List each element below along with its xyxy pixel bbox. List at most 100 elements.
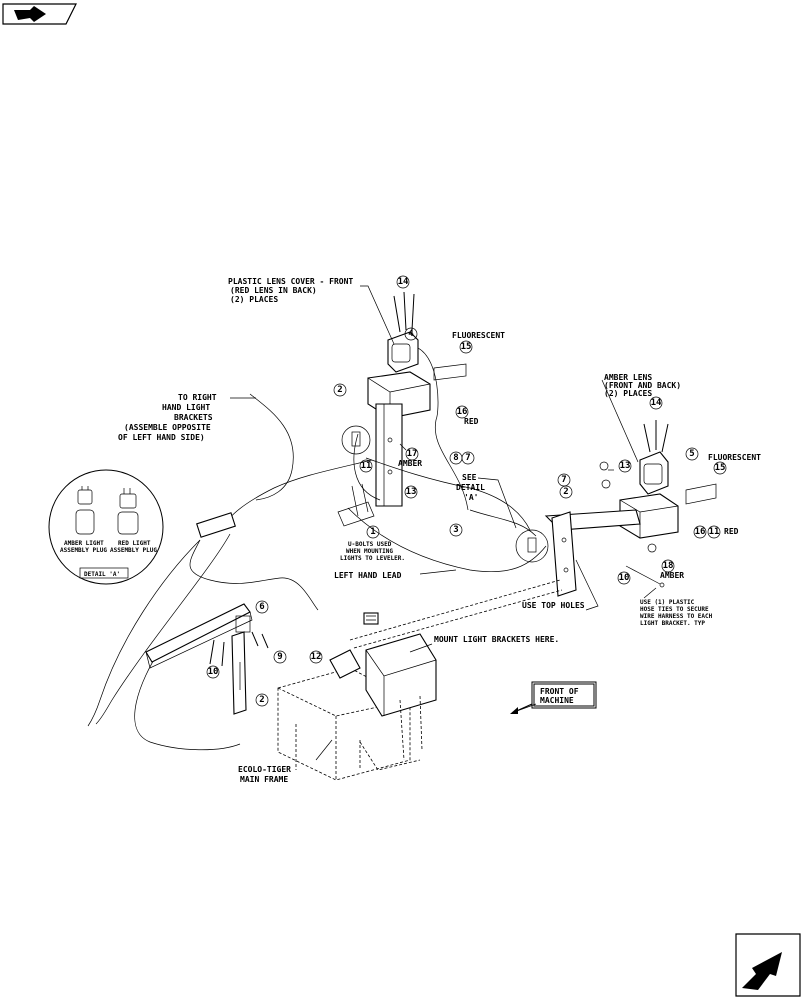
label-front-2: MACHINE [540, 696, 574, 705]
label-use-ties-3: WIRE HARNESS TO EACH [640, 613, 713, 620]
wire-harness [87, 393, 549, 751]
label-see-detail-1: SEE [462, 473, 477, 482]
svg-text:3: 3 [453, 525, 458, 535]
label-detail-a: DETAIL 'A' [84, 571, 120, 578]
label-use-ties-4: LIGHT BRACKET. TYP [640, 620, 705, 627]
callout-8: 8 [449, 451, 463, 465]
callout-4: 4 [404, 327, 418, 341]
front-of-machine-box-outer [531, 681, 597, 709]
back-arrow-icon[interactable] [2, 3, 77, 25]
label-red-plug-1: RED LIGHT [118, 540, 151, 547]
callout-11b: 11 [707, 525, 721, 539]
label-left-hand-lead: LEFT HAND LEAD [334, 571, 402, 580]
svg-text:14: 14 [651, 398, 662, 408]
callout-2b: 2 [559, 485, 573, 499]
svg-text:15: 15 [461, 342, 472, 352]
label-to-right-4: (ASSEMBLE OPPOSITE [124, 423, 211, 432]
callout-13b: 13 [618, 459, 632, 473]
detail-a-view [48, 469, 164, 585]
left-light-assembly [337, 291, 469, 527]
label-mount-light: MOUNT LIGHT BRACKETS HERE. [434, 635, 559, 644]
callout-18: 18 [661, 559, 675, 573]
callout-15a: 15 [459, 340, 473, 354]
svg-text:16: 16 [695, 527, 706, 537]
label-red-lens-in-back: (RED LENS IN BACK) [230, 286, 317, 295]
label-u-bolts-1: U-BOLTS USED [348, 541, 392, 548]
svg-text:8: 8 [453, 453, 458, 463]
svg-text:16: 16 [457, 407, 468, 417]
svg-text:9: 9 [277, 652, 282, 662]
svg-text:15: 15 [715, 463, 726, 473]
callout-2a: 2 [333, 383, 347, 397]
front-of-machine-box [533, 683, 595, 707]
callout-10: 10 [617, 571, 631, 585]
label-red-a: RED [464, 417, 479, 426]
label-to-right-1: TO RIGHT [178, 393, 217, 402]
svg-text:7: 7 [465, 453, 470, 463]
front-arrow-head [510, 707, 518, 714]
callout-13a: 13 [404, 485, 418, 499]
label-ecolo-2: MAIN FRAME [240, 775, 288, 784]
callout-12: 12 [309, 650, 323, 664]
callout-2c: 2 [255, 693, 269, 707]
callout-14b: 14 [649, 396, 663, 410]
callout-3: 3 [449, 523, 463, 537]
label-amber-b: AMBER [660, 571, 684, 580]
svg-text:7: 7 [561, 475, 566, 485]
label-fluorescent-b: FLUORESCENT [708, 453, 761, 462]
callout-14a: 14 [396, 275, 410, 289]
callout-9: 9 [273, 650, 287, 664]
svg-text:17: 17 [407, 449, 418, 459]
label-use-top-holes: USE TOP HOLES [522, 601, 585, 610]
callout-5: 5 [685, 447, 699, 461]
svg-text:2: 2 [563, 487, 568, 497]
label-see-detail-3: 'A' [464, 493, 478, 502]
callout-16b: 16 [693, 525, 707, 539]
callout-17: 17 [405, 447, 419, 461]
label-fluorescent-a: FLUORESCENT [452, 331, 505, 340]
label-amber-lens-1: AMBER LENS [604, 373, 652, 382]
label-red-b: RED [724, 527, 739, 536]
label-amber-a: AMBER [398, 459, 422, 468]
label-amber-plug-2: ASSEMBLY PLUG [60, 547, 107, 554]
svg-text:6: 6 [259, 602, 264, 612]
callout-16a: 16 [455, 405, 469, 419]
svg-text:2: 2 [337, 385, 342, 395]
callout-11a: 11 [359, 459, 373, 473]
callout-10b: 10 [206, 665, 220, 679]
label-to-right-2: HAND LIGHT [162, 403, 210, 412]
label-use-ties-1: USE (1) PLASTIC [640, 599, 695, 606]
svg-text:12: 12 [311, 652, 322, 662]
label-red-plug-2: ASSEMBLY PLUG [110, 547, 157, 554]
right-light-assembly [544, 420, 717, 597]
callout-6: 6 [255, 600, 269, 614]
label-plastic-lens-cover: PLASTIC LENS COVER - FRONT [228, 277, 353, 286]
label-to-right-3: BRACKETS [174, 413, 213, 422]
svg-text:1: 1 [370, 527, 375, 537]
label-two-places-b: (2) PLACES [604, 389, 652, 398]
label-to-right-5: OF LEFT HAND SIDE) [118, 433, 205, 442]
svg-text:4: 4 [408, 329, 414, 339]
label-amber-lens-2: (FRONT AND BACK) [604, 381, 681, 390]
svg-text:2: 2 [259, 695, 264, 705]
label-see-detail-2: DETAIL [456, 483, 485, 492]
callout-1: 1 [366, 525, 380, 539]
leader-lines [230, 285, 657, 761]
svg-text:10: 10 [619, 573, 630, 583]
annotation-text: PLASTIC LENS COVER - FRONT (RED LENS IN … [60, 277, 761, 784]
callout-numbers: 14 4 15 2 16 17 8 7 11 13 1 3 14 5 15 13… [206, 275, 727, 707]
label-two-places-a: (2) PLACES [230, 295, 278, 304]
svg-text:14: 14 [398, 277, 409, 287]
main-frame [277, 579, 563, 781]
label-use-ties-2: HOSE TIES TO SECURE [640, 606, 709, 613]
svg-text:10: 10 [208, 667, 219, 677]
svg-text:11: 11 [709, 527, 720, 537]
svg-text:13: 13 [406, 487, 417, 497]
callout-15b: 15 [713, 461, 727, 475]
callout-7b: 7 [557, 473, 571, 487]
label-front-1: FRONT OF [540, 687, 579, 696]
forward-arrow-icon[interactable] [735, 933, 801, 997]
label-ecolo-1: ECOLO-TIGER [238, 765, 291, 774]
